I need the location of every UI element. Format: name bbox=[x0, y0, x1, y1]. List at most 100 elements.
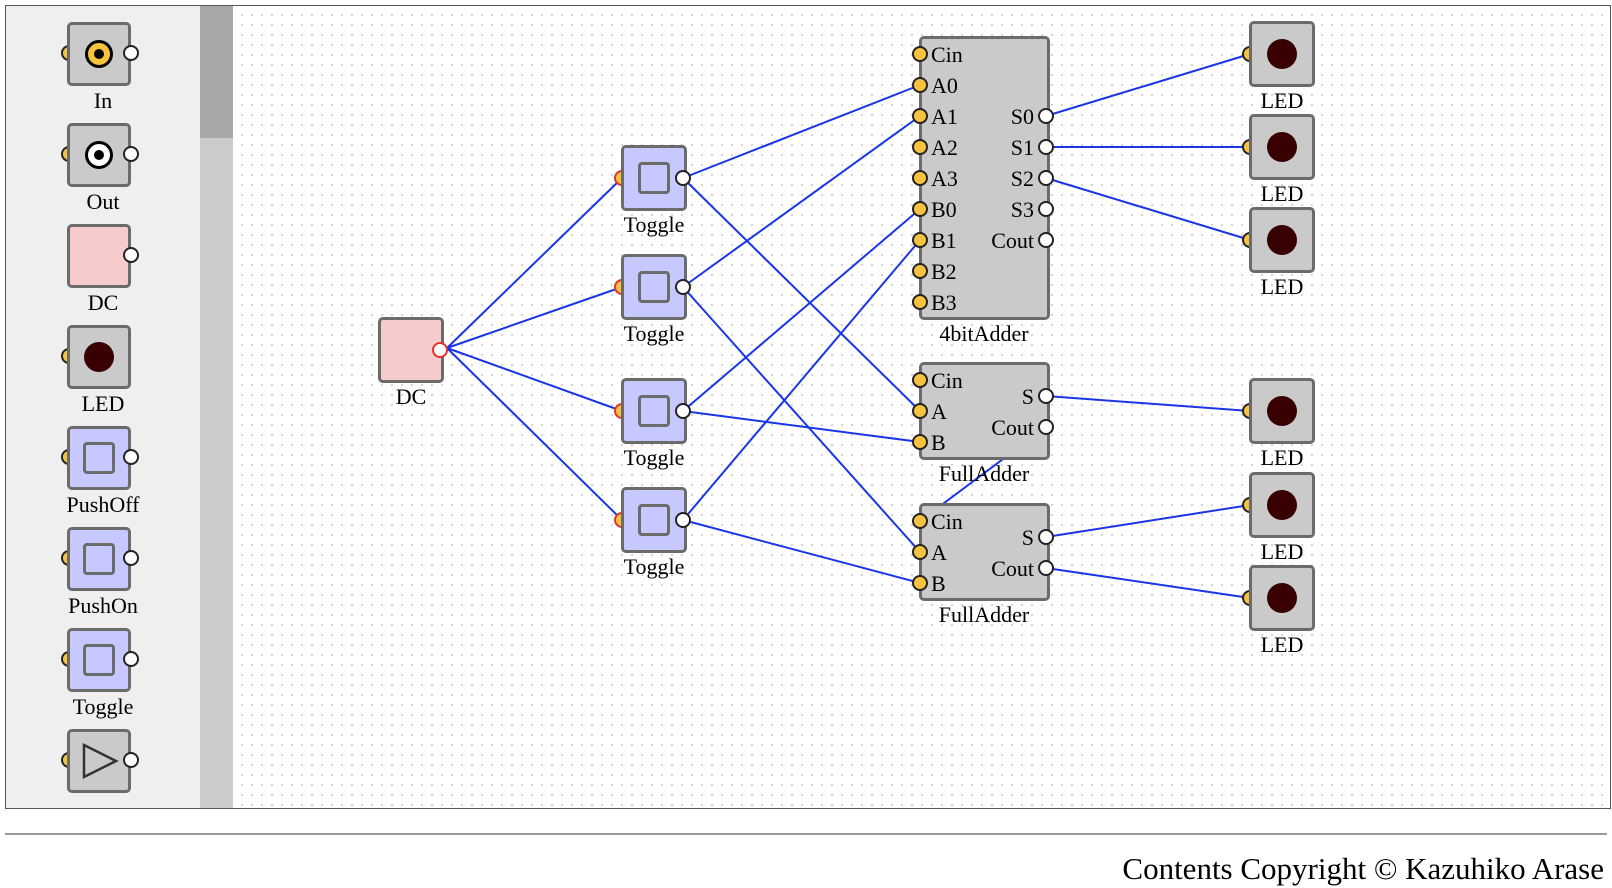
led-label: LED bbox=[1260, 181, 1304, 206]
full-adder-input-pin-b[interactable] bbox=[912, 434, 928, 450]
led-body bbox=[1249, 565, 1315, 631]
toggle-switch-3[interactable]: Toggle bbox=[614, 378, 701, 473]
palette-item-label: PushOff bbox=[66, 492, 140, 517]
circuit-canvas[interactable]: DC Toggle Toggle Toggle bbox=[233, 6, 1610, 808]
four-bit-adder-body bbox=[919, 36, 1050, 320]
led-label: LED bbox=[1260, 539, 1304, 564]
full-adder-input-pin-a[interactable] bbox=[912, 403, 928, 419]
toggle-body bbox=[621, 487, 687, 553]
palette-item-in[interactable]: In bbox=[6, 6, 200, 112]
wire-18 bbox=[1045, 504, 1251, 538]
dc-output-pin[interactable] bbox=[432, 342, 448, 358]
toggle-output-pin[interactable] bbox=[675, 512, 691, 528]
toggle-output-pin[interactable] bbox=[675, 403, 691, 419]
led-4[interactable]: LED bbox=[1242, 378, 1329, 473]
output-pin bbox=[123, 247, 139, 263]
dc-source[interactable]: DC bbox=[378, 317, 448, 408]
full-adder-input-pin-cin[interactable] bbox=[912, 513, 928, 529]
palette-item-toggle[interactable]: Toggle bbox=[6, 612, 200, 718]
adder-pin-label: S3 bbox=[1010, 197, 1034, 222]
adder-output-pin-s0[interactable] bbox=[1038, 108, 1054, 124]
adder-output-pin-s1[interactable] bbox=[1038, 139, 1054, 155]
toggle-switch-4[interactable]: Toggle bbox=[614, 487, 701, 582]
led-3[interactable]: LED bbox=[1242, 207, 1329, 302]
adder-input-pin-a0[interactable] bbox=[912, 77, 928, 93]
adder-output-pin-cout[interactable] bbox=[1038, 232, 1054, 248]
adder-pin-label: A0 bbox=[931, 73, 958, 98]
full-adder-label: FullAdder bbox=[938, 602, 1030, 627]
led-5[interactable]: LED bbox=[1242, 472, 1329, 567]
adder-input-pin-b3[interactable] bbox=[912, 294, 928, 310]
toggle-output-pin[interactable] bbox=[675, 279, 691, 295]
full-adder-output-pin-cout[interactable] bbox=[1038, 419, 1054, 435]
component-palette: In Out DC LED bbox=[6, 6, 200, 808]
toggle-label: Toggle bbox=[623, 212, 685, 237]
led-label: LED bbox=[1260, 274, 1304, 299]
adder-output-pin-s2[interactable] bbox=[1038, 170, 1054, 186]
toggle-button-square[interactable] bbox=[638, 395, 670, 427]
workspace-frame: In Out DC LED bbox=[5, 5, 1611, 809]
wire-16 bbox=[1045, 177, 1251, 241]
adder-input-pin-cin[interactable] bbox=[912, 46, 928, 62]
adder-pin-label: A3 bbox=[931, 166, 958, 191]
led-6[interactable]: LED bbox=[1242, 565, 1329, 660]
palette-item-push-off[interactable]: PushOff bbox=[6, 410, 200, 516]
palette-item-label: LED bbox=[81, 391, 125, 416]
full-adder-pin-label: Cout bbox=[991, 415, 1034, 440]
adder-input-pin-a3[interactable] bbox=[912, 170, 928, 186]
out-icon bbox=[67, 123, 131, 187]
adder-input-pin-b2[interactable] bbox=[912, 263, 928, 279]
adder-pin-label: B3 bbox=[931, 290, 957, 315]
led-light bbox=[1267, 583, 1297, 613]
wire-2 bbox=[446, 286, 623, 349]
toggle-output-pin[interactable] bbox=[675, 170, 691, 186]
full-adder-output-pin-s[interactable] bbox=[1038, 388, 1054, 404]
in-icon bbox=[67, 22, 131, 86]
adder-output-pin-s3[interactable] bbox=[1038, 201, 1054, 217]
full-adder-input-pin-a[interactable] bbox=[912, 544, 928, 560]
led-label: LED bbox=[1260, 445, 1304, 470]
full-adder-pin-label: S bbox=[1021, 525, 1034, 550]
palette-item-led[interactable]: LED bbox=[6, 309, 200, 415]
adder-pin-label: A2 bbox=[931, 135, 958, 160]
wire-8 bbox=[682, 286, 921, 553]
full-adder-pin-label: Cin bbox=[931, 509, 963, 534]
toggle-button-square[interactable] bbox=[638, 504, 670, 536]
palette-item-label: Out bbox=[86, 189, 120, 214]
scrollbar-thumb[interactable] bbox=[200, 6, 233, 138]
toggle-button-square[interactable] bbox=[638, 162, 670, 194]
wire-12 bbox=[682, 519, 921, 584]
palette-scrollbar[interactable] bbox=[200, 6, 233, 808]
adder-input-pin-b1[interactable] bbox=[912, 232, 928, 248]
palette-item-out[interactable]: Out bbox=[6, 107, 200, 213]
palette-item-push-on[interactable]: PushOn bbox=[6, 511, 200, 617]
adder-input-pin-a2[interactable] bbox=[912, 139, 928, 155]
led-1[interactable]: LED bbox=[1242, 21, 1329, 116]
palette-item-buffer[interactable] bbox=[6, 713, 200, 808]
wire-4 bbox=[446, 347, 623, 521]
full-adder-output-pin-cout[interactable] bbox=[1038, 560, 1054, 576]
toggle-switch-2[interactable]: Toggle bbox=[614, 254, 701, 349]
palette-item-label: In bbox=[93, 88, 113, 113]
full-adder-pin-label: B bbox=[931, 430, 946, 455]
toggle-switch-1[interactable]: Toggle bbox=[614, 145, 701, 240]
full-adder-label: FullAdder bbox=[938, 461, 1030, 486]
adder-input-pin-a1[interactable] bbox=[912, 108, 928, 124]
full-adder-output-pin-s[interactable] bbox=[1038, 529, 1054, 545]
full-adder-2[interactable]: Cin A B S Cout FullAdder bbox=[912, 503, 1059, 633]
wire-19 bbox=[1045, 567, 1251, 599]
buffer-icon bbox=[67, 729, 131, 793]
full-adder-1[interactable]: Cin A B S Cout FullAdder bbox=[912, 362, 1059, 492]
adder-input-pin-b0[interactable] bbox=[912, 201, 928, 217]
adder-pin-label: S1 bbox=[1010, 135, 1034, 160]
led-light bbox=[1267, 39, 1297, 69]
palette-item-dc[interactable]: DC bbox=[6, 208, 200, 314]
led-2[interactable]: LED bbox=[1242, 114, 1329, 209]
output-pin bbox=[123, 550, 139, 566]
toggle-button-square bbox=[83, 644, 115, 676]
led-light bbox=[84, 342, 114, 372]
full-adder-input-pin-cin[interactable] bbox=[912, 372, 928, 388]
four-bit-adder[interactable]: Cin A0 A1 A2 A3 B0 B1 B2 B3 S0 S1 S2 S3 … bbox=[912, 36, 1059, 351]
full-adder-input-pin-b[interactable] bbox=[912, 575, 928, 591]
toggle-button-square[interactable] bbox=[638, 271, 670, 303]
